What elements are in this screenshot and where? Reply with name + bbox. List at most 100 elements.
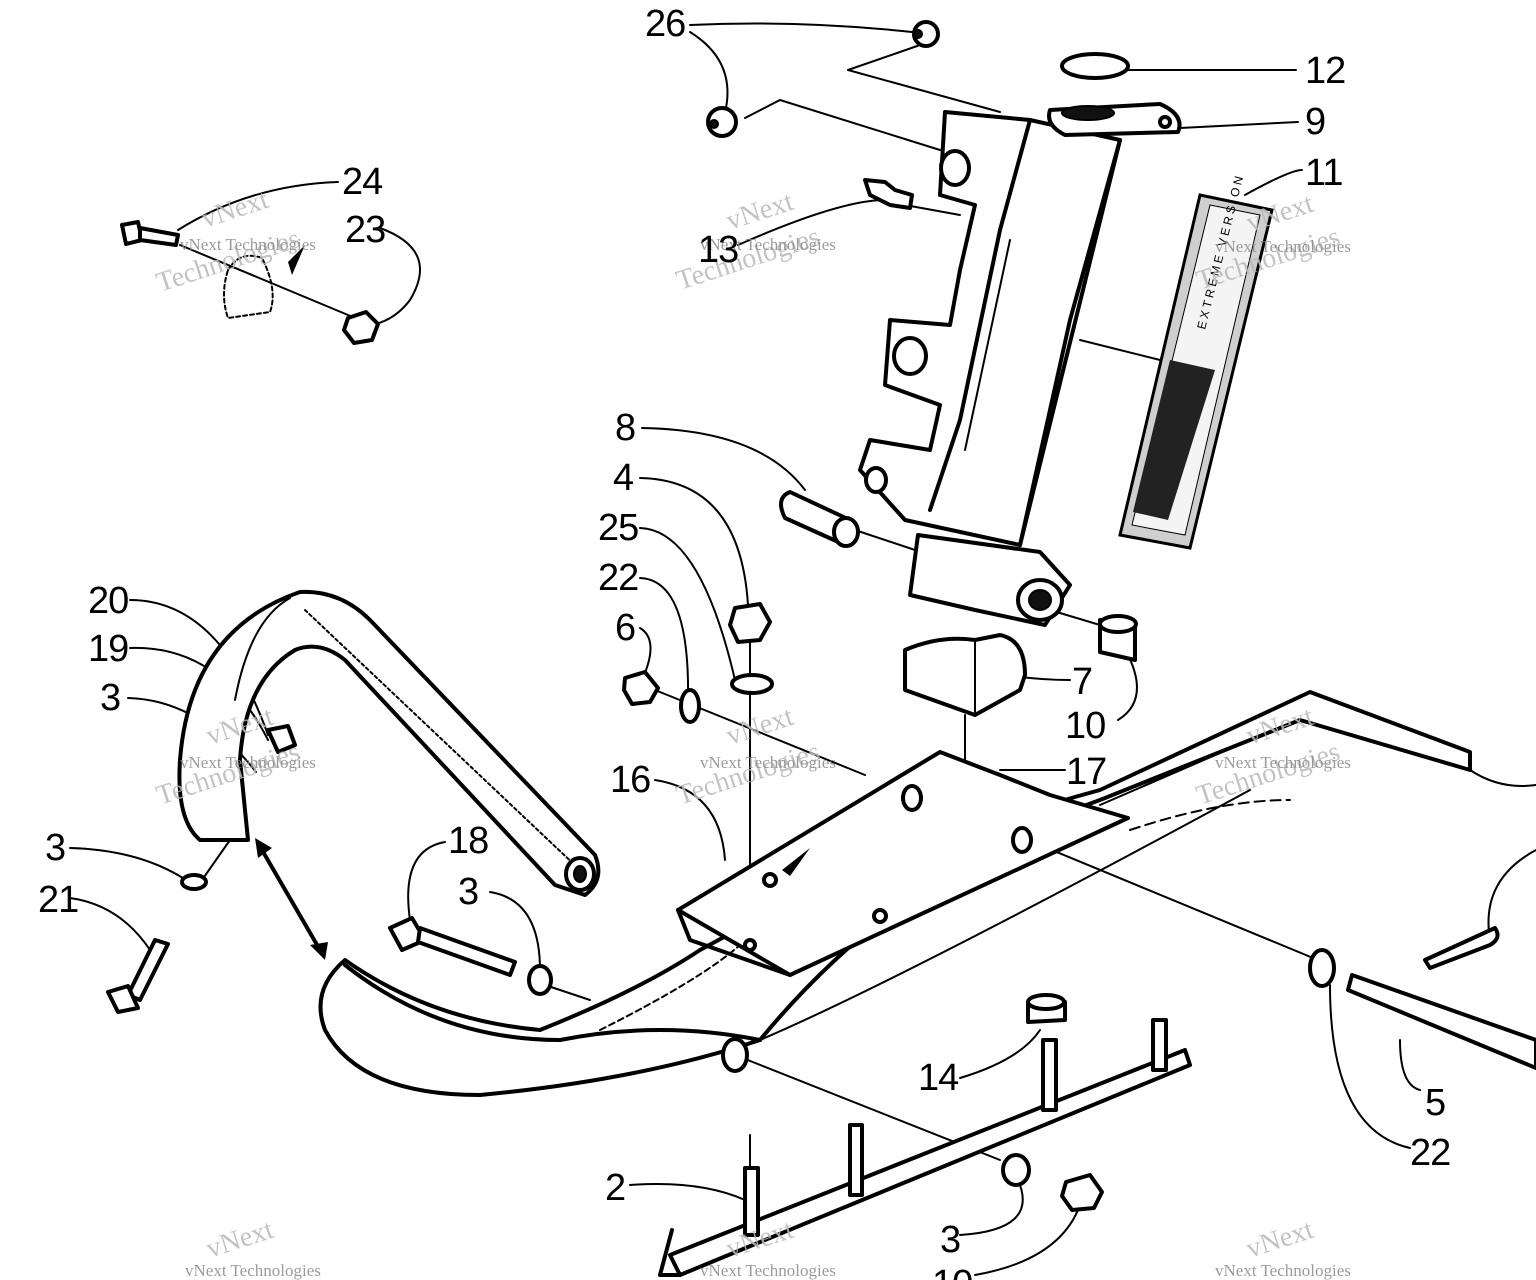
callout-19: 19 [88, 628, 128, 670]
stud-c [1041, 1038, 1058, 1112]
arrow-24 [288, 245, 305, 275]
rubber-block-7 [903, 633, 1027, 717]
watermark-brand-7: vNext [203, 1214, 278, 1265]
callout-18: 18 [448, 820, 488, 862]
nut-4 [728, 602, 772, 644]
watermark-small-2: vNext Technologies [700, 235, 836, 254]
callout-labels: 26 12 9 11 24 23 13 8 4 25 22 6 7 10 20 … [38, 3, 1451, 1280]
callout-25: 25 [598, 507, 638, 549]
callout-5: 5 [1425, 1082, 1445, 1124]
leader-26b [689, 31, 729, 109]
callout-22-top: 22 [598, 557, 638, 599]
leader-24-axis [179, 244, 361, 321]
leader-10a [1117, 654, 1138, 721]
watermark-small-4: vNext Technologies [180, 753, 316, 772]
leader-25 [639, 527, 736, 681]
callout-8: 8 [615, 407, 635, 449]
leader-13b [904, 204, 961, 216]
watermark-company-5: Technologies [673, 736, 824, 811]
bolt-24-shank [138, 226, 180, 247]
decal-panel: EXTREME VERSION [1118, 172, 1274, 550]
leader-14 [959, 1029, 1041, 1079]
leader-3b [489, 891, 541, 971]
leader-edge [1469, 769, 1536, 787]
stud-2 [743, 1166, 760, 1237]
leader-18 [407, 841, 446, 921]
callout-22-bottom: 22 [1410, 1132, 1450, 1174]
leader-lines [69, 22, 1536, 1276]
leader-8-axis [854, 529, 916, 551]
callout-17: 17 [1066, 751, 1106, 793]
grease-fitting-13 [863, 178, 914, 210]
leader-edge-2 [1487, 849, 1536, 941]
hardware [106, 20, 1536, 1212]
nut-23 [342, 310, 380, 345]
leader-13 [737, 199, 886, 246]
spindle-hole-top [939, 149, 971, 187]
leader-11b [1079, 339, 1161, 361]
nut-19 [266, 724, 297, 754]
decal-logo-block [1133, 360, 1215, 520]
washer-22b [1308, 948, 1336, 988]
nut-26-left [706, 106, 738, 138]
spindle-hole-mid [892, 336, 928, 376]
washer-3c [180, 873, 208, 891]
cotter-pin [1423, 926, 1500, 970]
watermark-brand-9: vNext [1243, 1214, 1318, 1265]
watermark-small-9: vNext Technologies [1215, 1261, 1351, 1280]
leader-3d [959, 1179, 1024, 1236]
stud-d [1151, 1018, 1168, 1072]
washer-22a [679, 688, 701, 724]
callout-14: 14 [918, 1057, 959, 1099]
leader-26d [847, 69, 1001, 113]
washer-25 [730, 673, 774, 695]
washer-3b [527, 964, 553, 996]
wear-bar-rod [668, 1048, 1192, 1277]
callout-26: 26 [645, 3, 685, 45]
callout-4: 4 [613, 457, 634, 499]
watermark-small-8: vNext Technologies [700, 1261, 836, 1280]
ski [318, 690, 1472, 1097]
callout-11: 11 [1305, 152, 1342, 194]
watermark-small-6: vNext Technologies [1215, 753, 1351, 772]
cap-plug [1060, 52, 1130, 80]
washer-3d [1001, 1153, 1031, 1187]
watermark-company-2: Technologies [673, 221, 824, 296]
leader-9 [1179, 121, 1299, 129]
callout-21: 21 [38, 879, 78, 921]
callout-16: 16 [610, 759, 650, 801]
leader-20 [129, 599, 269, 736]
leader-26a [689, 22, 913, 33]
leader-8 [641, 427, 806, 491]
stud-b [848, 1123, 864, 1197]
callout-9: 9 [1305, 101, 1325, 143]
nut-10b [1060, 1173, 1104, 1212]
leader-26c [847, 44, 921, 71]
ski-pivot-hole [721, 1037, 749, 1073]
leader-26e [744, 98, 941, 151]
callout-13: 13 [698, 229, 738, 271]
leader-22b [1329, 984, 1411, 1149]
leader-5 [1399, 1039, 1421, 1091]
watermark-brand-1: vNext [198, 184, 273, 235]
leader-4 [639, 477, 749, 606]
callout-12: 12 [1305, 50, 1345, 92]
nut-6 [622, 670, 660, 706]
bolt-21-head [106, 984, 140, 1014]
watermark-small-3: vNext Technologies [1215, 237, 1351, 256]
attach-arrow [255, 838, 328, 960]
callout-24: 24 [342, 161, 383, 203]
wear-bar [658, 1018, 1192, 1277]
ski-loop-20 [177, 589, 601, 897]
callout-20: 20 [88, 580, 128, 622]
leader-21 [69, 897, 151, 951]
callout-3-bolt21: 3 [45, 827, 65, 869]
callout-10-bottom: 10 [932, 1263, 972, 1280]
bracket-24 [223, 254, 274, 320]
leader-3b-axis [544, 984, 591, 1001]
spindle-hole-low [864, 466, 888, 494]
callout-3-bolt18: 3 [458, 871, 478, 913]
callout-10-top: 10 [1065, 705, 1105, 747]
